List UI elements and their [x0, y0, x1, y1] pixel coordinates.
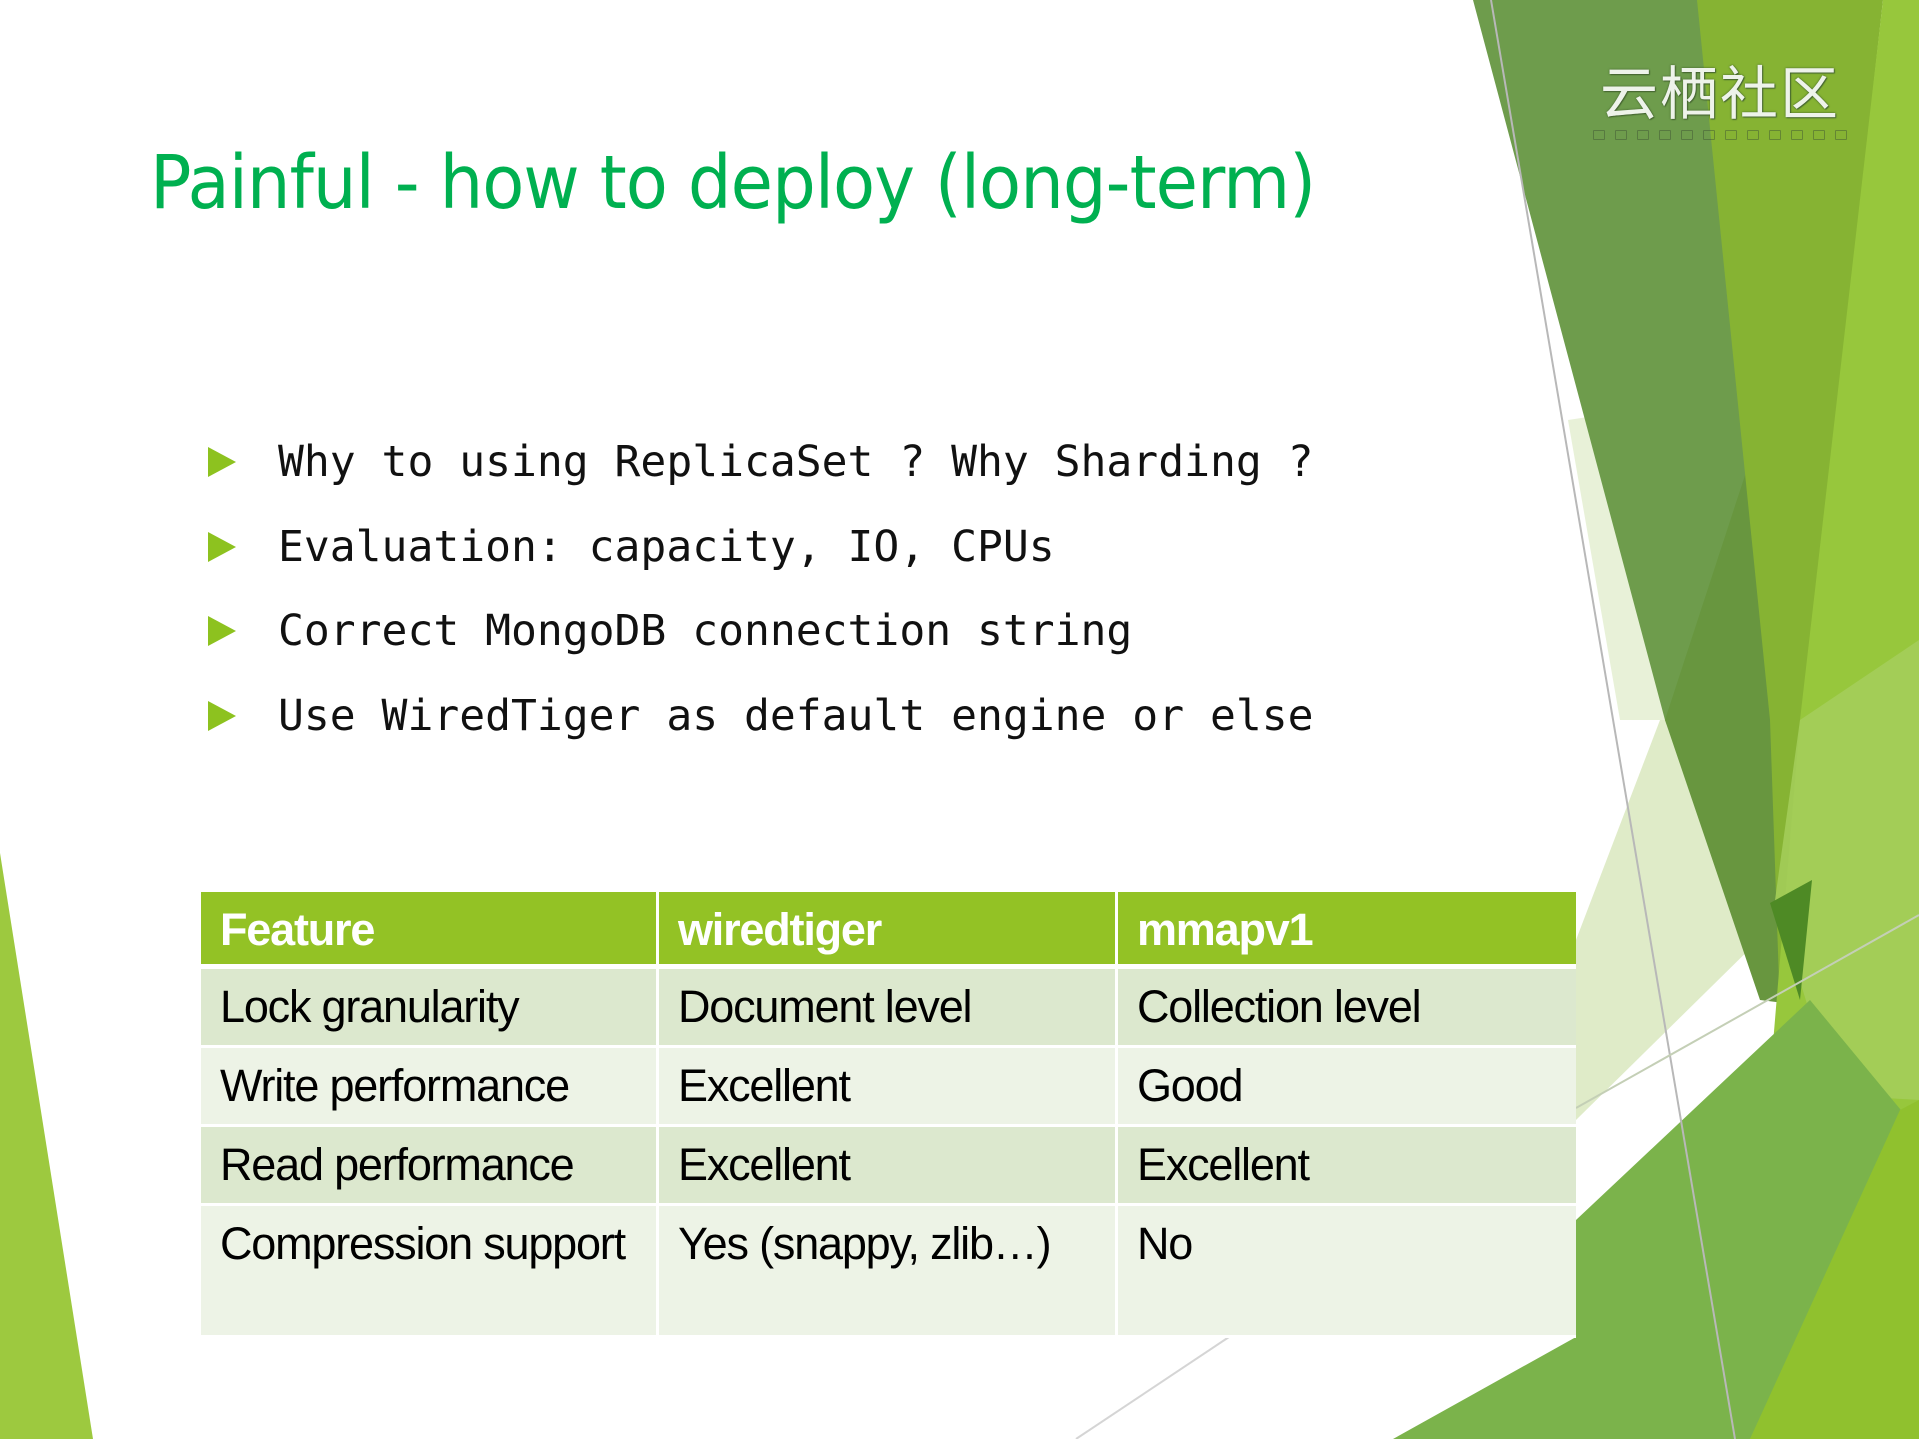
- brand-logo: 云栖社区: [1585, 62, 1855, 172]
- table-cell: Excellent: [659, 1127, 1118, 1206]
- bullet-list: Why to using ReplicaSet ? Why Sharding ?…: [208, 420, 1314, 758]
- triangle-right-icon: [208, 616, 236, 647]
- medium-green-panel: [1697, 0, 1883, 1010]
- triangle-right-icon: [208, 447, 236, 478]
- thin-line-cross: [1575, 914, 1919, 1109]
- triangle-right-icon: [208, 700, 236, 731]
- table-header-row: Feature wiredtiger mmapv1: [201, 892, 1576, 969]
- left-green-shape: [0, 853, 93, 1439]
- table-cell: Document level: [659, 969, 1118, 1048]
- table-cell: Excellent: [1118, 1127, 1576, 1206]
- column-header-feature: Feature: [201, 892, 659, 969]
- table-row: Read performance Excellent Excellent: [201, 1127, 1576, 1206]
- table-cell: Write performance: [201, 1048, 659, 1127]
- table-cell: Read performance: [201, 1127, 659, 1206]
- bullet-item: Why to using ReplicaSet ? Why Sharding ?: [208, 420, 1314, 505]
- bullet-item: Correct MongoDB connection string: [208, 589, 1314, 674]
- thin-line-diagonal: [1490, 0, 1736, 1439]
- bullet-text: Use WiredTiger as default engine or else: [278, 690, 1314, 741]
- bottom-green-shape: [1393, 1000, 1905, 1439]
- table-row: Compression support Yes (snappy, zlib…) …: [201, 1206, 1576, 1338]
- table-row: Lock granularity Document level Collecti…: [201, 969, 1576, 1048]
- table-cell: Collection level: [1118, 969, 1576, 1048]
- table-cell: Compression support: [201, 1206, 659, 1338]
- column-header-wiredtiger: wiredtiger: [659, 892, 1118, 969]
- slide-title: Painful - how to deploy (long-term): [150, 140, 1316, 226]
- table-cell: Excellent: [659, 1048, 1118, 1127]
- light-green-band: [1775, 640, 1919, 1100]
- bullet-text: Correct MongoDB connection string: [278, 606, 1133, 657]
- bullet-item: Use WiredTiger as default engine or else: [208, 674, 1314, 759]
- table-row: Write performance Excellent Good: [201, 1048, 1576, 1127]
- engine-comparison-table: Feature wiredtiger mmapv1 Lock granulari…: [201, 892, 1576, 1338]
- table-cell: Lock granularity: [201, 969, 659, 1048]
- table-cell: Yes (snappy, zlib…): [659, 1206, 1118, 1338]
- bullet-text: Why to using ReplicaSet ? Why Sharding ?: [278, 437, 1314, 488]
- logo-text: 云栖社区: [1599, 60, 1840, 128]
- bottom-right-lime-shape: [1750, 1100, 1919, 1439]
- triangle-right-icon: [208, 531, 236, 562]
- logo-subtitle-glyphs: [1593, 130, 1847, 140]
- bullet-text: Evaluation: capacity, IO, CPUs: [278, 521, 1055, 572]
- table-cell: Good: [1118, 1048, 1576, 1127]
- table-cell: No: [1118, 1206, 1576, 1338]
- dark-accent-shape: [1770, 880, 1812, 1000]
- column-header-mmapv1: mmapv1: [1118, 892, 1576, 969]
- bullet-item: Evaluation: capacity, IO, CPUs: [208, 505, 1314, 590]
- thin-line-bottom: [1075, 1336, 1230, 1439]
